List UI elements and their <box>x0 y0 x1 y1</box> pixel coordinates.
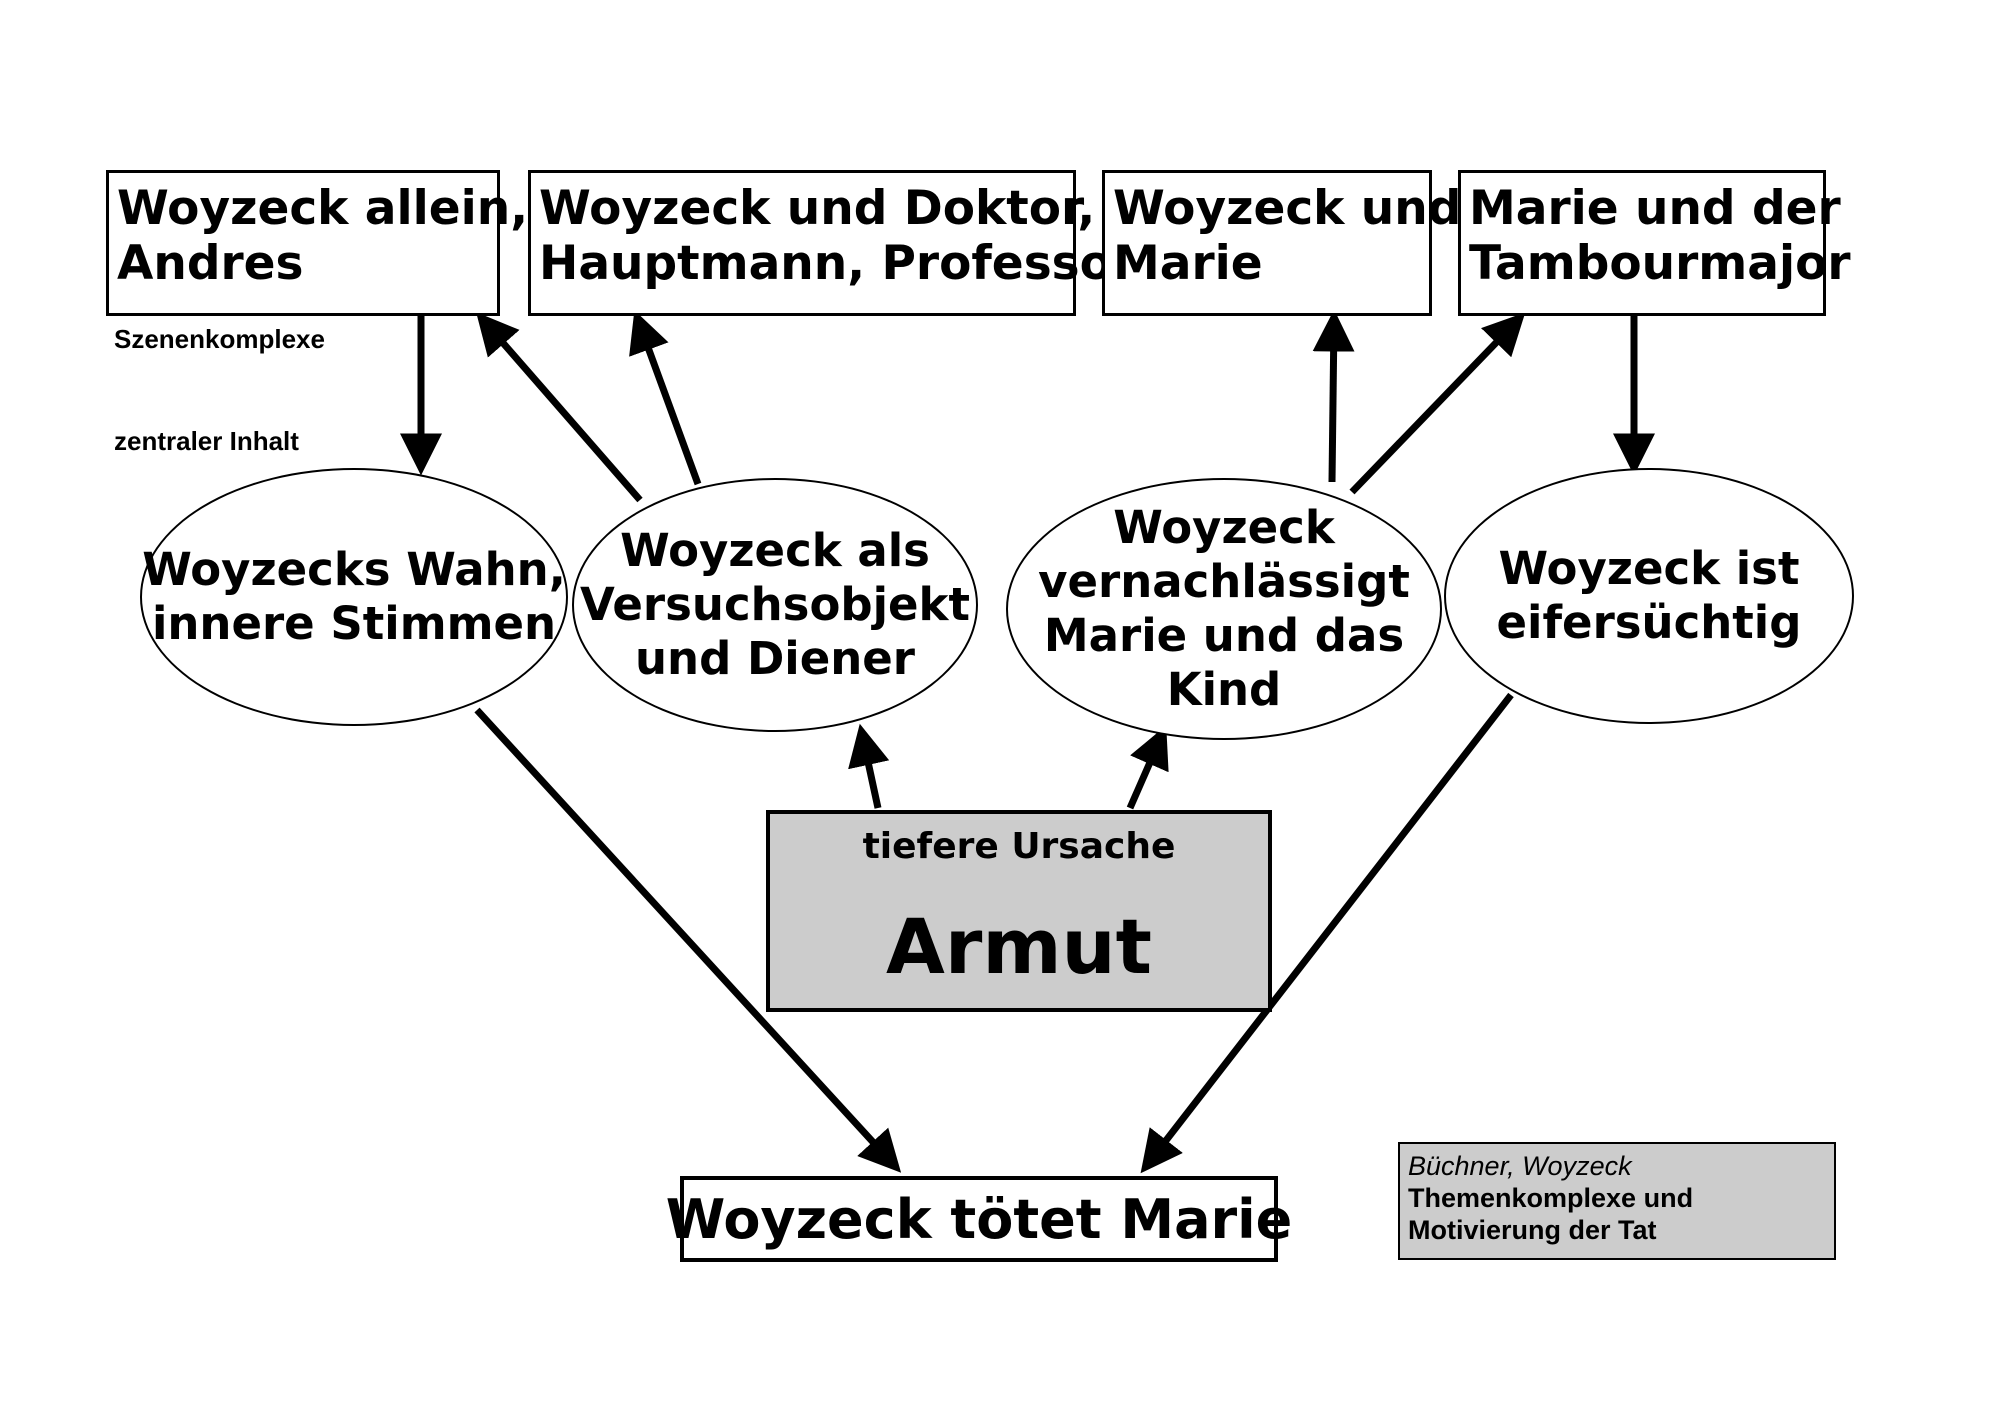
info-author-work: Büchner, Woyzeck <box>1408 1151 1632 1181</box>
content-line: innere Stimmen <box>151 597 557 650</box>
arrow-content2-to-scene1 <box>476 312 643 503</box>
content-line: und Diener <box>635 632 915 685</box>
scene-box-woyzeck-marie: Woyzeck und Marie <box>1102 170 1462 316</box>
label-scene-complexes: Szenenkomplexe <box>114 324 325 354</box>
content-line: Kind <box>1166 663 1282 716</box>
arrow-content3-to-scene3 <box>1312 309 1355 483</box>
label-central-content: zentraler Inhalt <box>114 426 299 456</box>
arrow-content4-to-result <box>1140 692 1514 1174</box>
scene-box-doctor-captain: Woyzeck und Doktor, Hauptmann, Professor <box>528 170 1136 316</box>
scene-box-marie-drum-major: Marie und der Tambourmajor <box>1458 170 1851 316</box>
scene-text-line2: Tambourmajor <box>1469 236 1851 291</box>
scene-text-line2: Andres <box>117 236 304 291</box>
content-ellipse-jealousy: Woyzeck ist eifersüchtig <box>1444 468 1854 724</box>
content-line: Woyzecks Wahn, <box>142 543 566 596</box>
scene-text-line2: Hauptmann, Professor <box>539 236 1136 291</box>
arrow-cause-to-content2 <box>848 723 890 809</box>
arrow-content2-to-scene2 <box>629 310 702 486</box>
content-ellipse-neglect: Woyzeck vernachlässigt Marie und das Kin… <box>1006 478 1442 740</box>
arrow-cause-to-content3 <box>1126 725 1169 810</box>
content-line: vernachlässigt <box>1038 555 1410 608</box>
arrow-content1-to-result <box>474 707 902 1173</box>
content-line: Versuchsobjekt <box>580 578 970 631</box>
cause-box: tiefere Ursache Armut <box>766 810 1272 1012</box>
cause-label: tiefere Ursache <box>862 826 1176 867</box>
cause-main: Armut <box>886 902 1152 991</box>
info-line1: Themenkomplexe und <box>1408 1183 1694 1213</box>
content-ellipse-test-subject: Woyzeck als Versuchsobjekt und Diener <box>572 478 978 732</box>
info-box: Büchner, Woyzeck Themenkomplexe und Moti… <box>1398 1142 1836 1260</box>
content-line: Woyzeck als <box>620 524 930 577</box>
info-line2: Motivierung der Tat <box>1408 1215 1657 1245</box>
scene-text-line1: Woyzeck und Doktor, <box>539 181 1096 236</box>
content-line: Woyzeck ist <box>1498 542 1800 595</box>
scene-text-line1: Marie und der <box>1469 181 1841 236</box>
scene-box-woyzeck-alone: Woyzeck allein, Andres <box>106 170 529 316</box>
arrow-content3-to-scene4 <box>1349 312 1526 495</box>
content-ellipse-delusion: Woyzecks Wahn, innere Stimmen <box>140 468 568 726</box>
content-line: Marie und das <box>1043 609 1405 662</box>
content-line: eifersüchtig <box>1496 596 1802 649</box>
content-line: Woyzeck <box>1113 501 1335 554</box>
scene-text-line1: Woyzeck allein, <box>117 181 529 236</box>
result-box: Woyzeck tötet Marie <box>666 1176 1292 1262</box>
scene-text-line2: Marie <box>1113 236 1263 291</box>
scene-text-line1: Woyzeck und <box>1113 181 1462 236</box>
